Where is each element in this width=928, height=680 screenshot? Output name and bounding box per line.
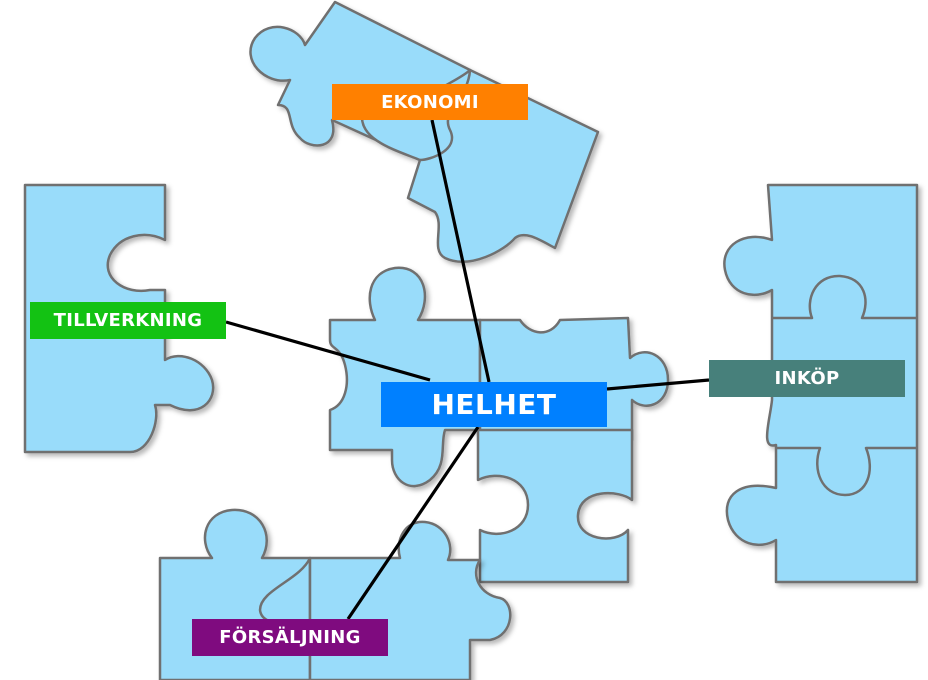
connector-center-ekonomi — [430, 119, 491, 383]
puzzle-piece-center-bottom — [476, 428, 634, 584]
puzzle-group-top — [249, 0, 600, 263]
node-label-ekonomi: EKONOMI — [332, 84, 528, 120]
puzzle-seam-right-1 — [772, 274, 917, 320]
node-label-inkop: INKÖP — [709, 360, 905, 397]
node-label-forsaljning: FÖRSÄLJNING — [192, 619, 388, 656]
connector-center-inkop — [606, 378, 710, 391]
connector-center-forsaljning — [346, 426, 480, 620]
puzzle-group-center — [328, 266, 670, 584]
center-label-helhet: HELHET — [381, 382, 607, 427]
connector-lines — [225, 119, 710, 620]
node-label-tillverkning: TILLVERKNING — [30, 302, 226, 339]
connector-center-tillverkning — [225, 320, 431, 382]
puzzle-seam-right-2 — [776, 446, 917, 497]
puzzle-piece-center-left — [328, 266, 482, 488]
